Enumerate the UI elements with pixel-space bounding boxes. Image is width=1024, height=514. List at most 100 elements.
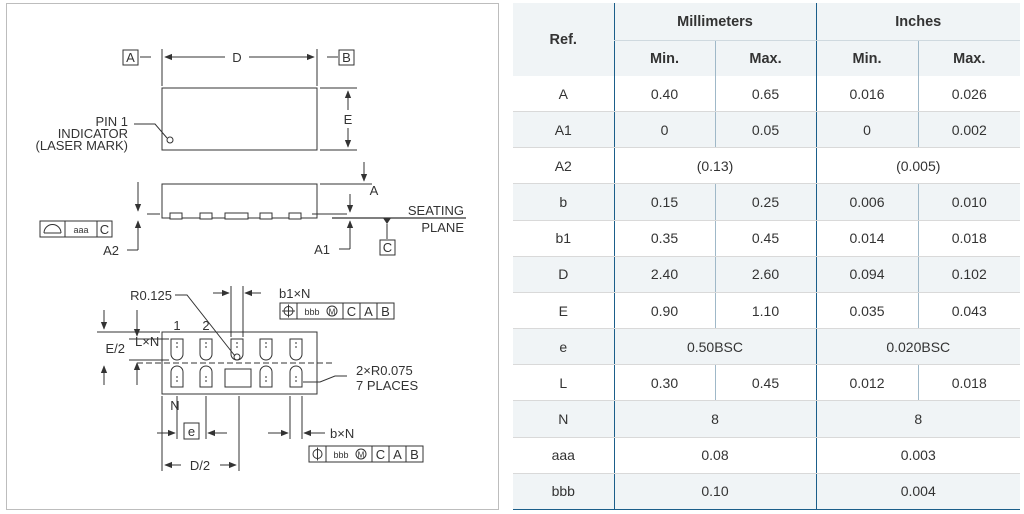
fcf-bbb: bbb bbox=[333, 450, 348, 460]
table-cell: 8 bbox=[613, 400, 816, 438]
table-cell: b1 bbox=[513, 220, 614, 257]
profile-icon bbox=[43, 224, 62, 234]
table-cell: 0.90 bbox=[613, 292, 715, 330]
radius-label: R0.125 bbox=[130, 288, 172, 303]
table-cell: 0.012 bbox=[815, 364, 918, 402]
fcf-c: C bbox=[376, 447, 385, 462]
pad bbox=[169, 212, 183, 220]
pitch-box bbox=[183, 422, 200, 440]
n-label: N bbox=[170, 398, 179, 413]
table-cell: N bbox=[513, 400, 614, 438]
pad bbox=[289, 365, 303, 388]
table-cell: 1.10 bbox=[714, 292, 816, 330]
fcf-m: M bbox=[358, 451, 365, 460]
header-in-max: Max. bbox=[917, 40, 1020, 76]
pad bbox=[224, 212, 249, 220]
dimension-table-panel: Ref. Millimeters Inches Min. Max. Min. M… bbox=[513, 3, 1020, 511]
table-cell: 0.45 bbox=[714, 364, 816, 402]
table-cell: e bbox=[513, 328, 614, 366]
table-cell: 2.40 bbox=[613, 256, 715, 293]
table-cell: 0.035 bbox=[815, 292, 918, 330]
position-fcf-upper: bbb M C A B bbox=[279, 302, 395, 320]
dim-d-label: D bbox=[232, 50, 241, 65]
table-cell: 0.003 bbox=[815, 437, 1020, 474]
table-cell: 0.102 bbox=[917, 256, 1020, 293]
flatness-tol: aaa bbox=[73, 225, 88, 235]
package-top-outline bbox=[161, 87, 318, 151]
dimension-table: Ref. Millimeters Inches Min. Max. Min. M… bbox=[513, 3, 1020, 511]
header-inches: Inches bbox=[815, 3, 1020, 41]
table-cell: D bbox=[513, 256, 614, 293]
corner-radius-line2: 7 PLACES bbox=[356, 378, 418, 393]
seating-line1: SEATING bbox=[408, 203, 464, 218]
dim-a1-label: A1 bbox=[314, 242, 330, 257]
pin1-line3: (LASER MARK) bbox=[36, 138, 128, 153]
bottom-view: R0.125 b1×N bbb M C A B 1 2 bbox=[97, 286, 424, 473]
table-cell: 0.002 bbox=[917, 111, 1020, 149]
header-mm-max: Max. bbox=[714, 40, 816, 76]
package-drawing: A D B PIN 1 INDICATOR (LASER MARK) E bbox=[6, 3, 499, 510]
pad bbox=[259, 338, 273, 361]
corner-radius-line1: 2×R0.075 bbox=[356, 363, 413, 378]
seating-line2: PLANE bbox=[421, 220, 464, 235]
fcf-a: A bbox=[393, 447, 402, 462]
fcf-c: C bbox=[347, 304, 356, 319]
table-cell: 0.006 bbox=[815, 183, 918, 221]
header-in-min: Min. bbox=[815, 40, 918, 76]
datum-c-box bbox=[379, 239, 396, 256]
pad bbox=[259, 212, 273, 220]
table-cell: 0.50BSC bbox=[613, 328, 816, 366]
e-half-label: E/2 bbox=[105, 341, 125, 356]
table-cell: 0 bbox=[815, 111, 918, 149]
table-cell: A2 bbox=[513, 147, 614, 185]
table-cell: 0 bbox=[613, 111, 715, 149]
header-ref: Ref. bbox=[513, 3, 614, 76]
flatness-datum: C bbox=[100, 222, 109, 237]
pad bbox=[199, 212, 213, 220]
table-cell: 0.016 bbox=[815, 76, 918, 113]
table-cell: 2.60 bbox=[714, 256, 816, 293]
datum-a-box bbox=[122, 49, 139, 66]
table-cell: 0.10 bbox=[613, 473, 816, 511]
table-cell: 0.30 bbox=[613, 364, 715, 402]
table-cell: aaa bbox=[513, 437, 614, 474]
datum-c-triangle bbox=[383, 218, 391, 224]
table-cell: 0.08 bbox=[613, 437, 816, 474]
pin-1-label: 1 bbox=[173, 318, 180, 333]
dim-a2-label: A2 bbox=[103, 243, 119, 258]
pin1-line2: INDICATOR bbox=[58, 126, 128, 141]
mmc-icon bbox=[355, 448, 367, 460]
header-mm-min: Min. bbox=[613, 40, 715, 76]
table-cell: 0.018 bbox=[917, 364, 1020, 402]
pad bbox=[170, 365, 184, 388]
fcf-b: B bbox=[381, 304, 390, 319]
pad bbox=[170, 338, 184, 361]
table-cell: 0.15 bbox=[613, 183, 715, 221]
d-half-label: D/2 bbox=[190, 458, 210, 473]
table-cell: 0.05 bbox=[714, 111, 816, 149]
b1n-label: b1×N bbox=[279, 286, 310, 301]
position-fcf-lower: bbb M C A B bbox=[308, 445, 424, 463]
table-cell: 0.026 bbox=[917, 76, 1020, 113]
table-cell: 8 bbox=[815, 400, 1020, 438]
fcf-a: A bbox=[364, 304, 373, 319]
lxn-label: L×N bbox=[135, 334, 159, 349]
fcf-m: M bbox=[329, 308, 336, 317]
side-view: A SEATING PLANE C aaa C A2 A1 bbox=[39, 162, 466, 258]
table-cell: 0.018 bbox=[917, 220, 1020, 257]
datum-b-box bbox=[338, 49, 355, 66]
fcf-bbb: bbb bbox=[304, 307, 319, 317]
pad bbox=[199, 338, 213, 361]
top-view: A D B PIN 1 INDICATOR (LASER MARK) E bbox=[36, 49, 357, 153]
table-cell: A bbox=[513, 76, 614, 113]
table-cell: 0.35 bbox=[613, 220, 715, 257]
table-cell: (0.13) bbox=[613, 147, 816, 185]
